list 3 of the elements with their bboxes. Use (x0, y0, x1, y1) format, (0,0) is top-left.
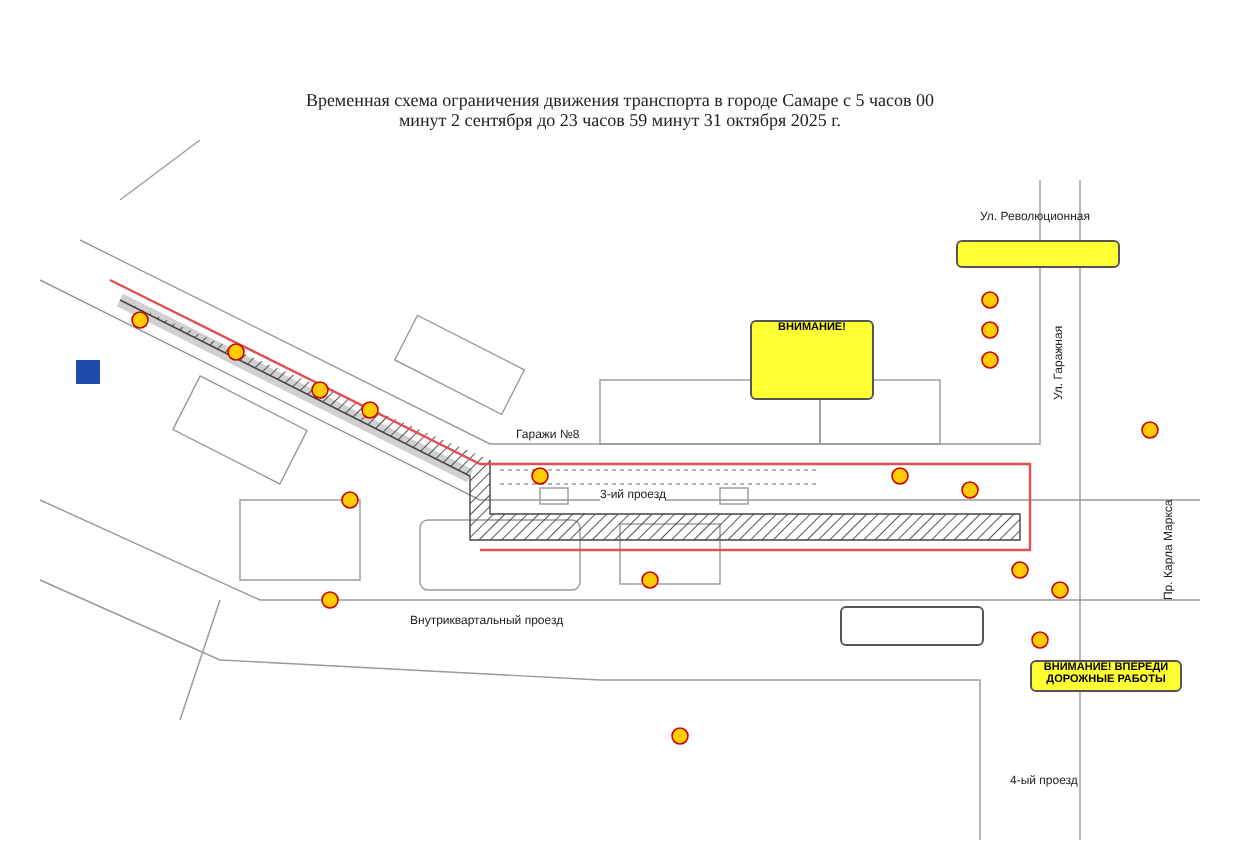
note-box (840, 606, 984, 646)
notice-sign (956, 240, 1120, 268)
title: Временная схема ограничения движения транспорта в городе Самаре с 5 часов 00 минут 2 сентября до 23 часов 59 минут 31 октября 2025 г. (303, 90, 937, 132)
